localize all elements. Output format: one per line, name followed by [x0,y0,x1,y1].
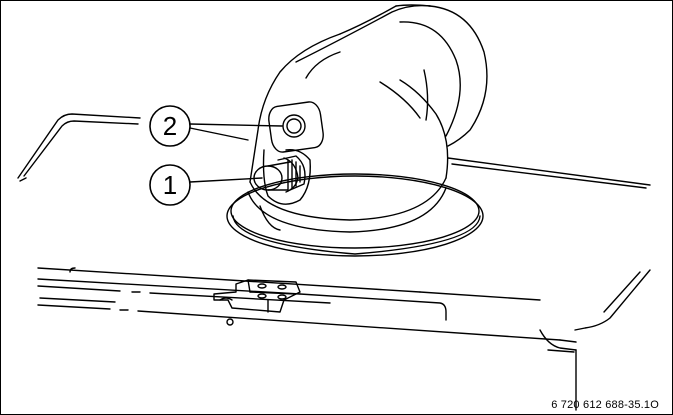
measurement-port-2 [268,101,324,153]
flue-base-flange [226,173,484,257]
figure-reference-code: 6 720 612 688-35.1O [551,399,659,411]
callout-1: 1 [149,164,263,206]
measurement-port-1 [253,149,311,205]
boiler-front-ledge [37,267,577,411]
callout-2-label: 2 [163,111,177,141]
flue-elbow-body [249,4,488,231]
mounting-clip [213,279,301,313]
callout-1-label: 1 [163,170,177,200]
callout-2: 2 [149,105,283,147]
boiler-top-panel [17,113,651,331]
